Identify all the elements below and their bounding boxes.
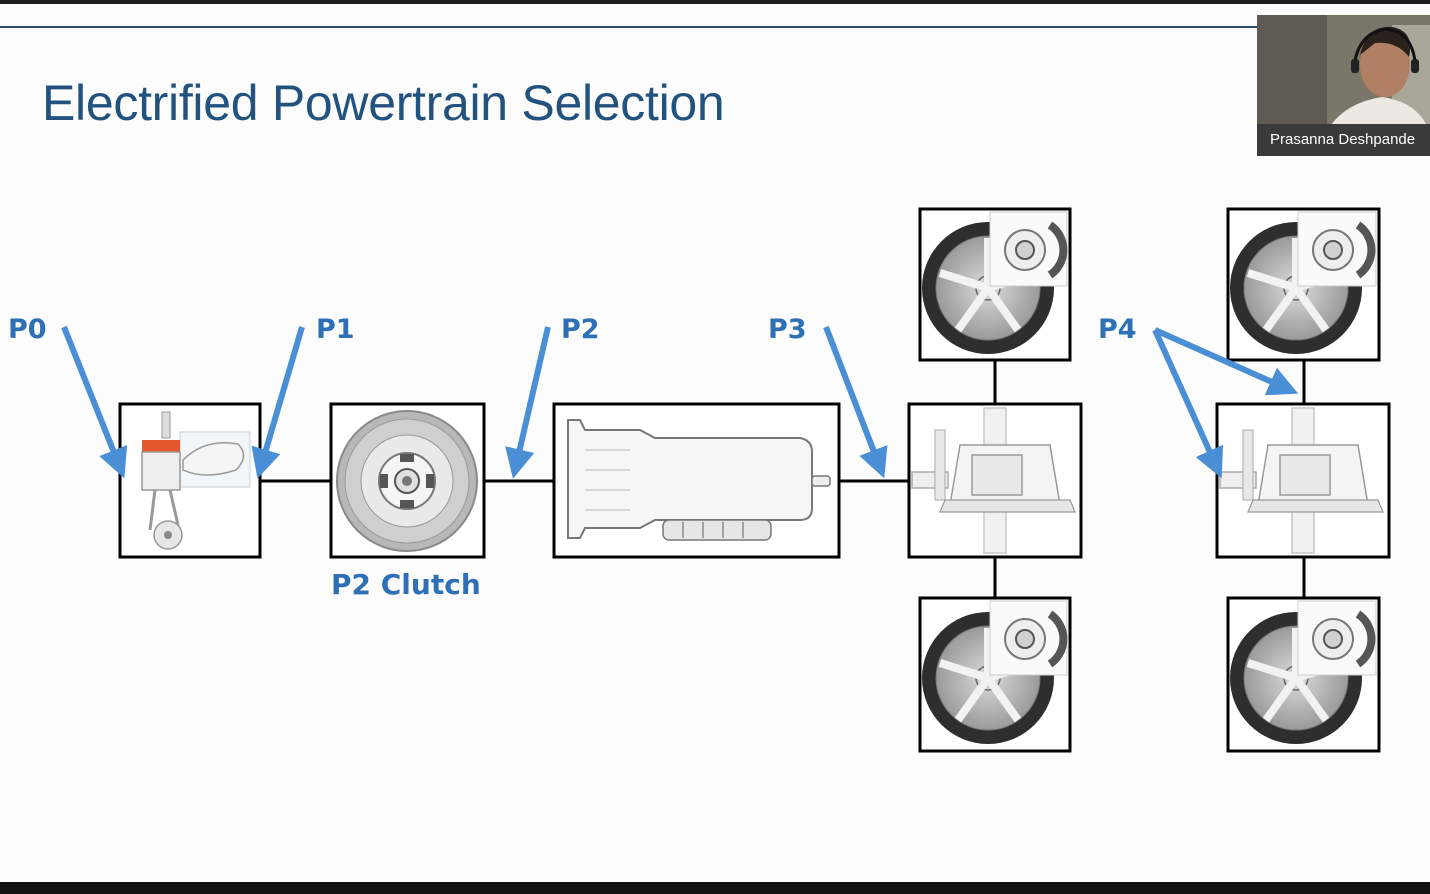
label-p0: P0 (8, 314, 47, 345)
rear-left-wheel (1226, 207, 1381, 362)
label-p2: P2 (561, 314, 600, 345)
front-differential-component (907, 402, 1083, 559)
participant-name: Prasanna Deshpande (1257, 124, 1430, 156)
transmission-component (552, 402, 841, 559)
label-p2-clutch: P2 Clutch (331, 568, 481, 601)
label-p3: P3 (768, 314, 807, 345)
front-left-wheel (918, 207, 1072, 362)
arrow-p4-rear-diff (1152, 328, 1224, 479)
title-rule (0, 26, 1258, 28)
rear-differential-component (1215, 402, 1391, 559)
arrow-p0 (61, 325, 128, 479)
front-right-wheel (918, 596, 1072, 753)
engine-component (118, 402, 262, 559)
label-p1: P1 (316, 314, 355, 345)
label-p4: P4 (1098, 314, 1137, 345)
slide-title: Electrified Powertrain Selection (42, 75, 725, 131)
clutch-component (329, 402, 486, 559)
arrow-p4-rear-axle (1153, 327, 1299, 396)
window-bottom-bar (0, 882, 1430, 894)
participant-video-tile[interactable]: Prasanna Deshpande (1257, 15, 1430, 156)
arrow-p2 (505, 326, 551, 479)
arrow-p1 (251, 326, 305, 479)
window-top-bar (0, 0, 1430, 4)
rear-right-wheel (1226, 596, 1381, 753)
arrow-p3 (823, 325, 888, 479)
